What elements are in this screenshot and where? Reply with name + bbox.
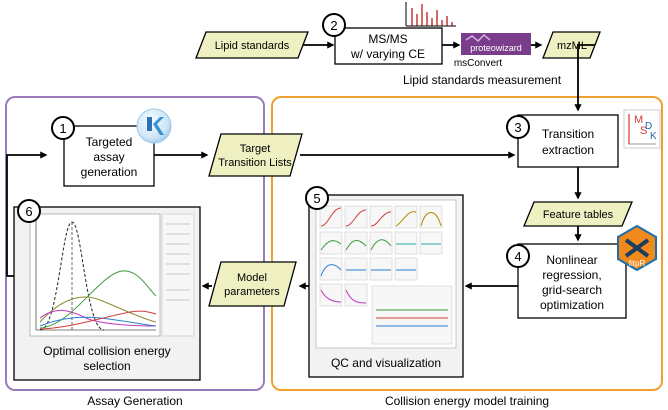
targeted-assay-line1: Targeted: [86, 135, 133, 149]
step-5-number: 5: [313, 191, 320, 206]
optimal-ce-legend: [161, 213, 195, 337]
regression-line3: grid-search: [542, 283, 602, 297]
fitpr-logo: fitpR: [617, 224, 657, 272]
assay-generation-caption: Assay Generation: [87, 394, 182, 408]
optimal-ce-legend-entries: [166, 223, 190, 301]
msconvert-label: msConvert: [454, 58, 503, 69]
optimal-ce-curves: [35, 220, 157, 331]
msdk-letter-k: K: [650, 131, 657, 142]
proteowizard-logo: proteowizard: [461, 33, 531, 55]
feature-tables-data: [523, 201, 633, 227]
model-training-caption: Collision energy model training: [385, 394, 549, 408]
transition-extraction-box: [517, 114, 619, 168]
skyline-logo: [136, 108, 172, 144]
mzml-label: mzML: [557, 40, 587, 52]
msms-step-box: [334, 27, 443, 65]
lipid-standards-data: [195, 31, 309, 59]
msms-step-line1: MS/MS: [368, 32, 407, 46]
targeted-assay-line2: assay: [93, 150, 124, 164]
msdk-letter-d: D: [645, 121, 652, 132]
step-4-badge: [506, 244, 530, 268]
model-parameters-line1: Model: [237, 272, 267, 284]
step-5-badge: [305, 186, 329, 210]
regression-line1: Nonlinear: [546, 253, 597, 267]
target-transition-line2: Transition Lists: [218, 157, 292, 169]
step-3-number: 3: [514, 120, 521, 135]
targeted-assay-box: [63, 125, 155, 187]
feature-tables-label: Feature tables: [543, 209, 614, 221]
optimal-ce-line1: Optimal collision energy: [43, 344, 170, 358]
mzml-data: [542, 31, 601, 59]
step-1-badge: [51, 116, 75, 140]
step-6-number: 6: [25, 204, 32, 219]
step-2-number: 2: [330, 18, 337, 33]
targeted-assay-line3: generation: [81, 165, 138, 179]
lipid-measurement-caption: Lipid standards measurement: [403, 73, 562, 87]
msdk-letter-m: M: [634, 114, 643, 126]
msdk-letter-s: S: [640, 125, 647, 137]
model-training-panel: [271, 96, 663, 391]
model-parameters-line2: parameters: [224, 286, 280, 298]
qc-plot-panels: [319, 205, 453, 345]
step-6-badge: [17, 199, 41, 223]
transition-extraction-line1: Transition: [542, 127, 594, 141]
proteowizard-logo-text: proteowizard: [470, 43, 522, 53]
target-transition-lists-data: [208, 133, 303, 177]
regression-line4: optimization: [540, 298, 604, 312]
qc-plot-curves: [320, 207, 448, 327]
assay-generation-panel: [5, 96, 265, 391]
model-parameters-data: [208, 261, 297, 307]
spectrum-icon: [405, 2, 456, 27]
step-4-number: 4: [514, 249, 521, 264]
regression-box: [517, 243, 627, 319]
msms-step-line2: w/ varying CE: [350, 47, 425, 61]
step-1-number: 1: [59, 121, 66, 136]
msdk-logo: M S D K: [623, 109, 661, 149]
step-3-badge: [506, 115, 530, 139]
fitpr-logo-text: fitpR: [629, 259, 646, 268]
transition-extraction-line2: extraction: [542, 143, 594, 157]
target-transition-line1: Target: [240, 143, 271, 155]
regression-line2: regression,: [542, 268, 601, 282]
lipid-standards-label: Lipid standards: [215, 40, 290, 52]
step-2-badge: [322, 13, 346, 37]
qc-label: QC and visualization: [331, 356, 441, 370]
optimal-ce-line2: selection: [83, 359, 130, 373]
